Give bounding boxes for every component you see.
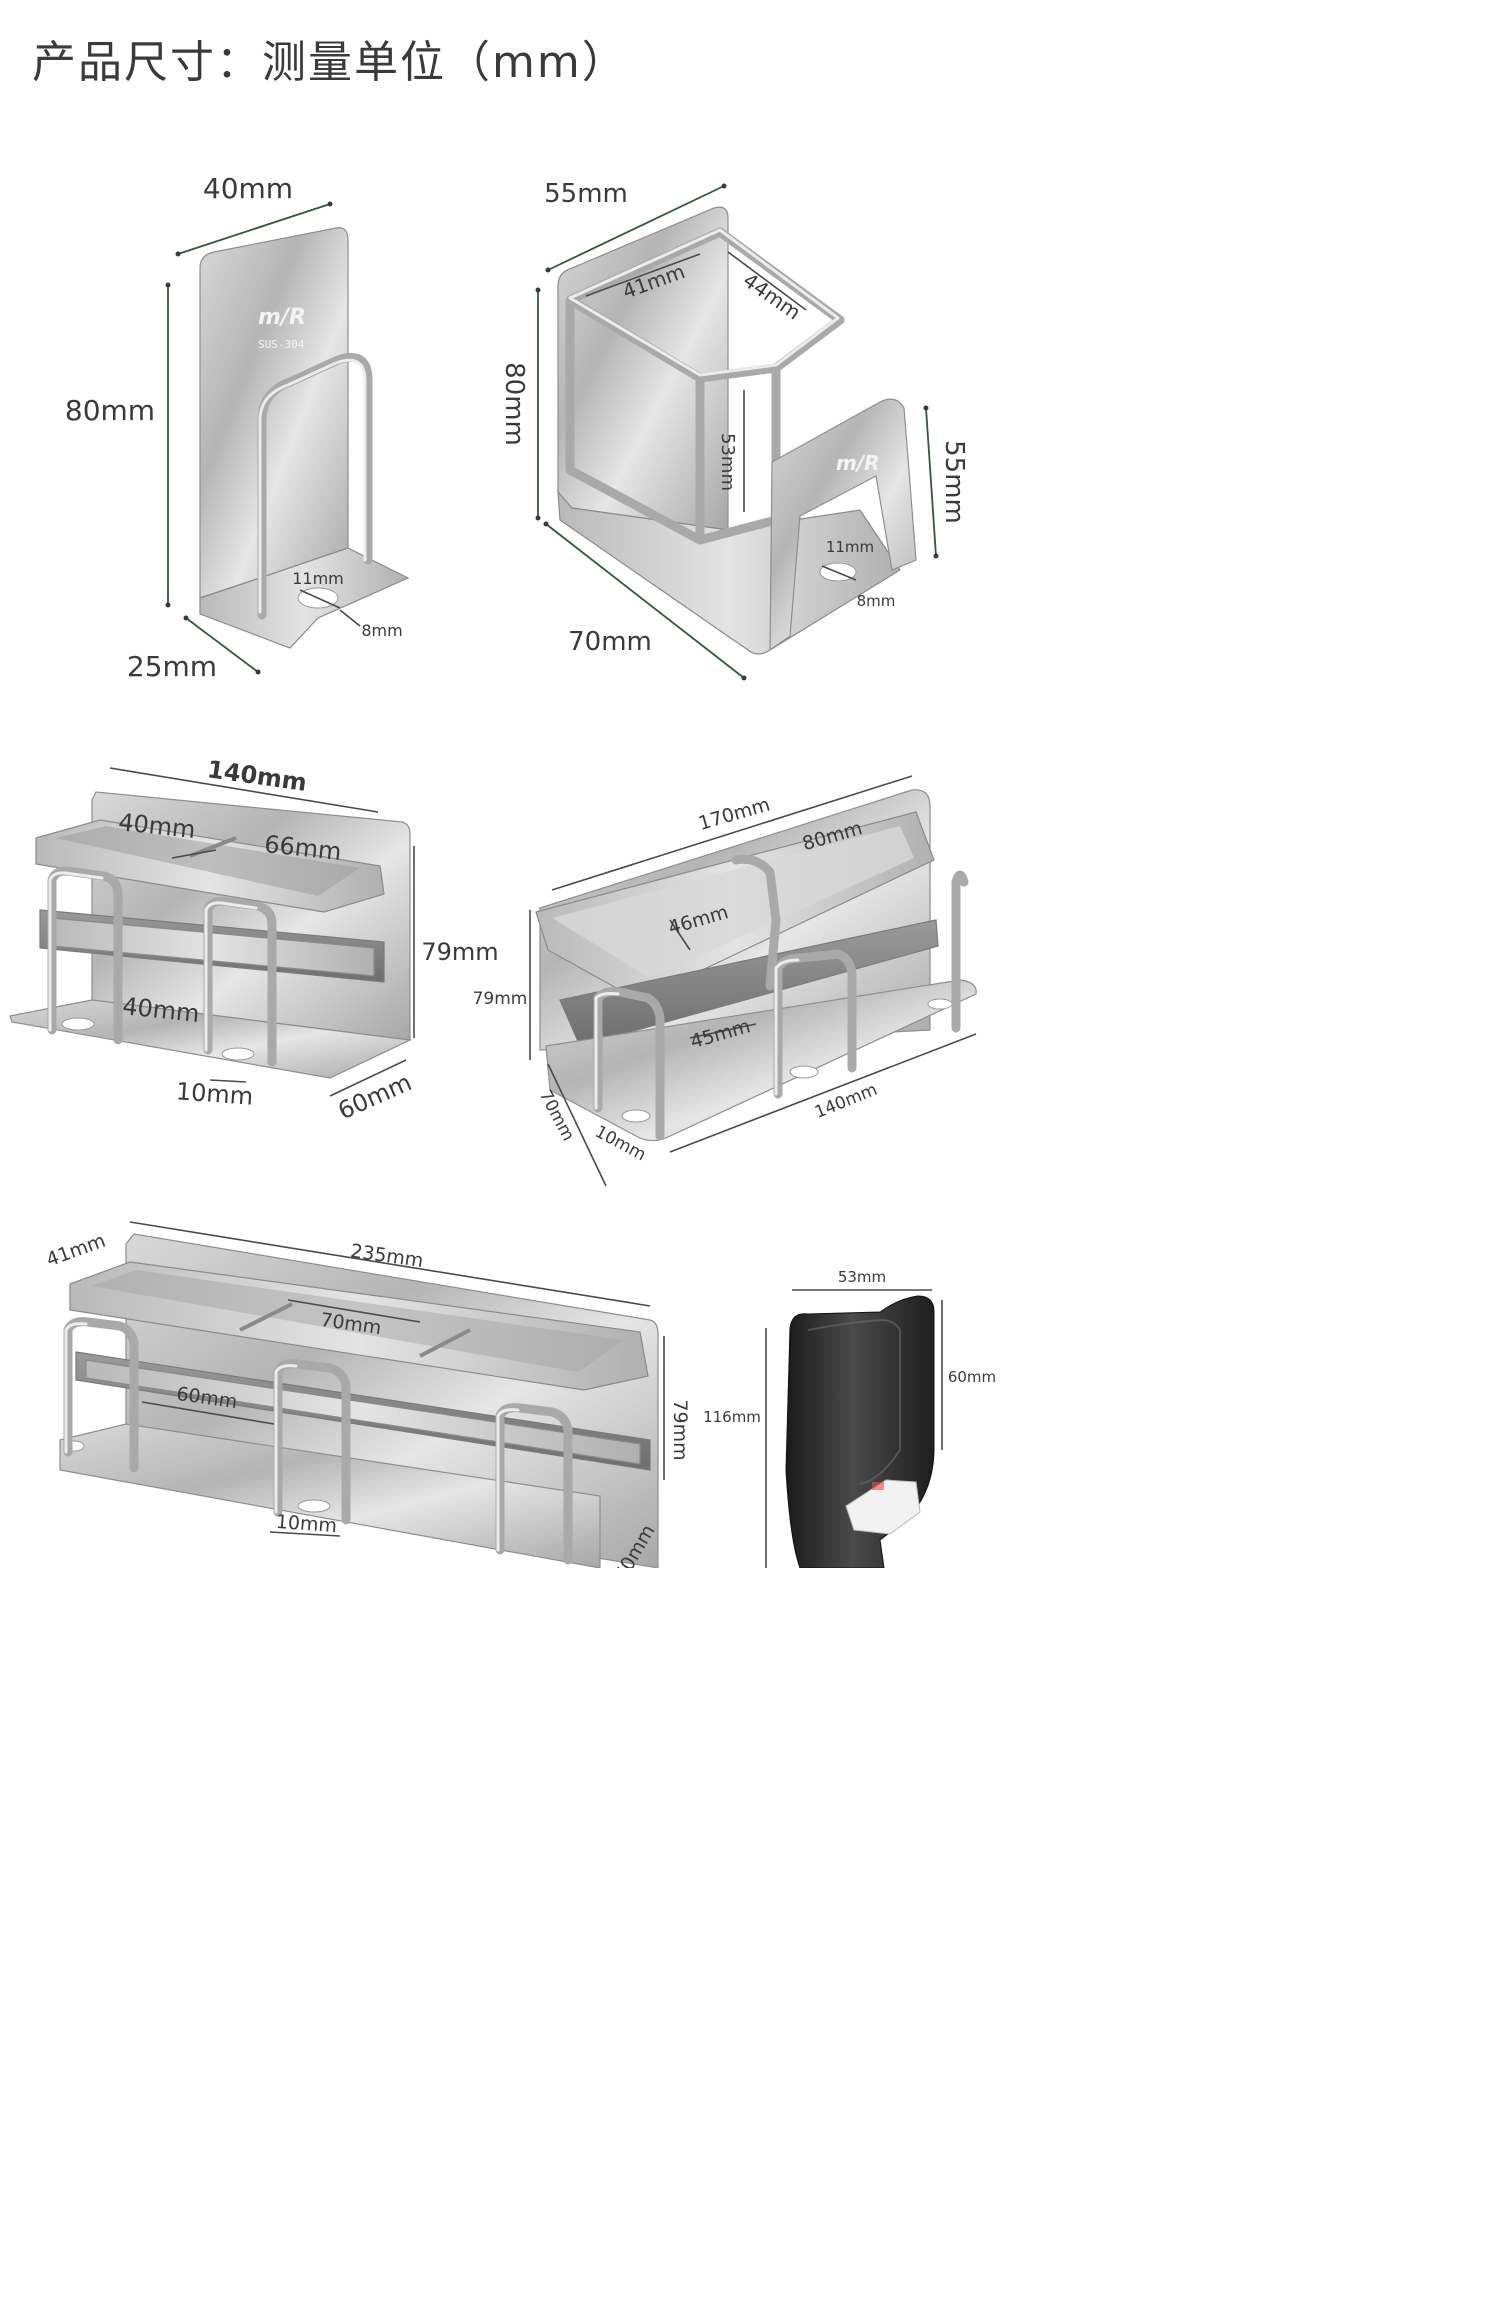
p2-depth-label: 70mm — [568, 627, 652, 657]
p4-base-label: 140mm — [812, 1080, 880, 1123]
p2-width-label: 55mm — [544, 179, 628, 209]
p6-nozzle — [845, 1479, 921, 1535]
p1-height-label: 80mm — [65, 394, 155, 427]
p1-width-label: 40mm — [203, 172, 293, 205]
product-1-holder: m/R SUS-304 40mm 80mm 25mm 11mm 8mm — [65, 172, 410, 683]
p3-depth-label: 60mm — [334, 1068, 416, 1125]
p1-hole-label: 11mm — [292, 569, 344, 588]
p1-logo-text: SUS-304 — [258, 338, 305, 351]
p3-width-label: 140mm — [206, 755, 309, 797]
product-3-double-rack: 140mm 40mm 66mm 79mm 40mm 10mm 60mm — [9, 755, 499, 1125]
p4-wire-divider — [731, 854, 781, 991]
p4-height-label: 79mm — [473, 989, 528, 1009]
p6-width-label: 53mm — [838, 1268, 886, 1286]
p5-width-label: 235mm — [349, 1240, 425, 1272]
p2-front-plate — [769, 398, 917, 652]
product-2-cup-holder: m/R 55mm 80mm 70mm 41mm 44mm 53mm 55mm 1… — [499, 179, 969, 681]
product-6-dispenser: 53mm 116mm 60mm — [703, 1268, 996, 1568]
p3-height-label: 79mm — [421, 938, 498, 966]
p4-base — [545, 979, 977, 1142]
p2-height-label: 80mm — [499, 362, 529, 446]
p1-logo-mark: m/R — [258, 305, 306, 330]
p2-logo-mark: m/R — [836, 451, 880, 475]
p2-hole-label: 11mm — [826, 538, 874, 556]
p1-wire-loop — [257, 353, 373, 620]
product-dimension-illustrations: m/R SUS-304 40mm 80mm 25mm 11mm 8mm m/R — [9, 172, 996, 1568]
p5-base — [59, 1423, 601, 1568]
p6-upper-label: 60mm — [948, 1368, 996, 1386]
p2-wire-frame — [565, 227, 845, 545]
p2-plate-height-label: 55mm — [939, 440, 969, 524]
product-4-perspective-rack: 170mm 80mm 46mm 79mm 45mm 140mm 70mm 10m… — [473, 775, 977, 1187]
p6-nozzle-accent — [872, 1482, 884, 1490]
p1-slot-label: 8mm — [361, 621, 402, 640]
page-title: 产品尺寸：测量单位（mm） — [32, 37, 628, 88]
p6-height-label: 116mm — [703, 1408, 761, 1426]
product-5-triple-rack: 41mm 235mm 70mm 60mm 79mm 10mm 70mm — [43, 1221, 691, 1568]
p2-inner-depth-label: 44mm — [739, 268, 806, 325]
p5-height-label: 79mm — [669, 1399, 691, 1460]
p4-wire-hook — [951, 870, 969, 1033]
p1-back-plate — [199, 227, 349, 599]
p5-depth-label: 41mm — [43, 1230, 108, 1272]
p5-slot-label: 10mm — [275, 1511, 338, 1537]
p4-width-label: 170mm — [696, 794, 773, 835]
p2-slot-label: 8mm — [857, 592, 896, 610]
p3-slot-label: 10mm — [175, 1077, 254, 1110]
p2-ring-height-label: 53mm — [717, 433, 738, 491]
p2-floor — [557, 490, 901, 655]
p1-depth-label: 25mm — [127, 650, 217, 683]
